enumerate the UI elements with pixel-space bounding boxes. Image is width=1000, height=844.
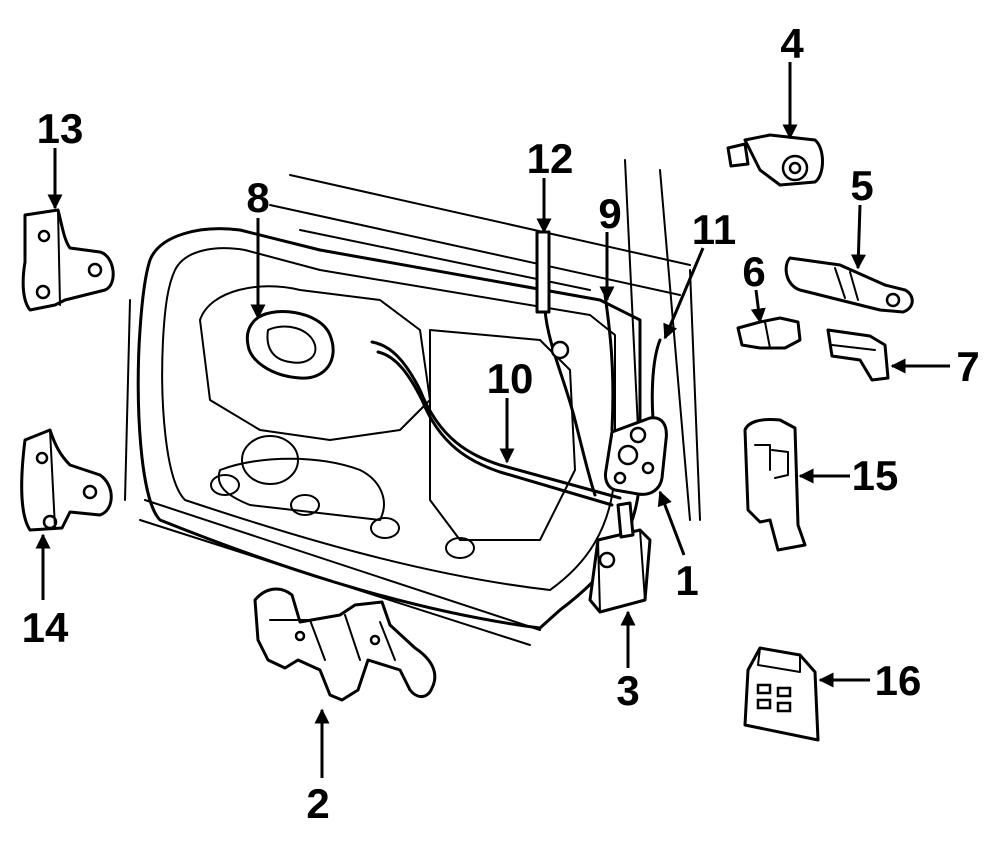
- latch-control-bracket: [253, 587, 437, 702]
- callout-7: 7: [956, 343, 979, 390]
- rod-10: [370, 340, 622, 500]
- door-oval-3: [370, 517, 400, 539]
- callout-9: 9: [598, 190, 621, 237]
- callout-12: 12: [527, 135, 574, 182]
- lock-cylinder: [726, 133, 824, 187]
- arrow-6: [750, 289, 766, 324]
- pad: [743, 646, 820, 742]
- door-oval-2: [290, 494, 320, 516]
- door-cutout-upper: [199, 285, 431, 441]
- door-belt-line-2: [269, 204, 681, 296]
- callout-3: 3: [616, 667, 639, 714]
- rod-clip: [550, 340, 570, 360]
- arrow-11: [663, 247, 705, 340]
- callout-10: 10: [487, 355, 534, 402]
- lower-hinge: [20, 428, 113, 532]
- door-pillar-line-3: [689, 269, 701, 521]
- door-oval-4: [445, 537, 475, 559]
- callout-5: 5: [850, 162, 873, 209]
- rod-12: [541, 233, 597, 497]
- upper-hinge: [21, 208, 115, 312]
- inside-handle: [245, 310, 335, 380]
- arrow-5: [850, 204, 866, 270]
- rod-10-parallel: [376, 350, 614, 507]
- arrow-1: [657, 490, 686, 556]
- door-latch: [604, 416, 668, 496]
- door-sill-line-2: [139, 519, 531, 646]
- lock-actuator: [588, 501, 652, 614]
- door-cutout-right: [429, 329, 576, 541]
- clip-7: [826, 328, 890, 382]
- callout-2: 2: [306, 780, 329, 827]
- callout-8: 8: [246, 174, 269, 221]
- door-pillar-line-2: [659, 169, 691, 521]
- callout-13: 13: [37, 105, 84, 152]
- door-outer-edge: [136, 227, 642, 630]
- callout-14: 14: [22, 604, 69, 651]
- door-left-frame: [124, 299, 131, 501]
- callout-11: 11: [692, 206, 736, 253]
- door-oval-1: [210, 474, 240, 496]
- clip-6: [736, 316, 802, 350]
- callout-15: 15: [852, 452, 899, 499]
- cover-plate: [743, 418, 807, 552]
- rod-12-top: [535, 230, 551, 314]
- callout-6: 6: [742, 248, 765, 295]
- callout-labels: 1 2 3 4 5 6 7 8 9 10 11 12 13 14 15 16: [22, 20, 980, 827]
- leader-arrows: [35, 62, 950, 778]
- door-inner-panel: [161, 247, 616, 591]
- rod-9: [603, 293, 615, 432]
- door-shell: [124, 159, 701, 646]
- door-oval-speaker: [241, 435, 299, 485]
- door-sill-line-1: [144, 499, 541, 631]
- door-belt-line-1: [289, 174, 691, 266]
- callout-16: 16: [875, 657, 922, 704]
- door-pillar-line-1: [624, 159, 641, 471]
- callout-4: 4: [780, 20, 804, 67]
- striker-bracket: [784, 256, 914, 314]
- callout-1: 1: [675, 557, 698, 604]
